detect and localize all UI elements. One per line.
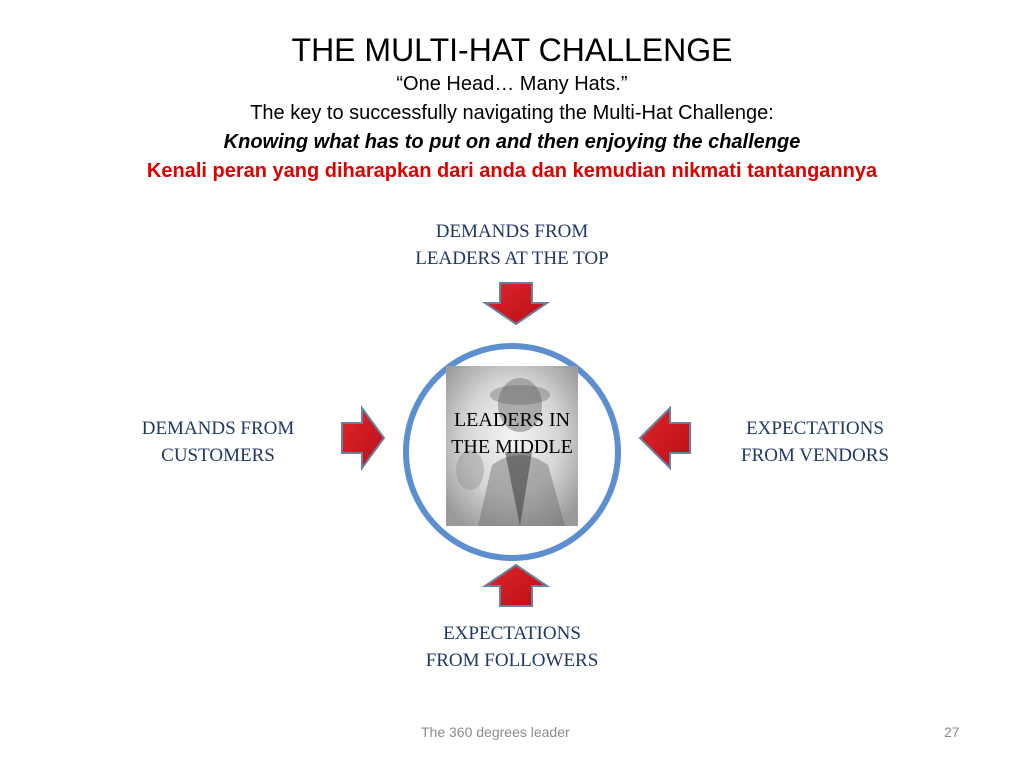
center-label-line2: THE MIDDLE xyxy=(451,436,573,458)
center-label-line1: LEADERS IN xyxy=(453,409,571,431)
bottom-arrow xyxy=(481,563,551,607)
slide-translation: Kenali peran yang diharapkan dari anda d… xyxy=(146,160,878,182)
page-number: 27 xyxy=(944,724,960,740)
slide-emphasis: Knowing what has to put on and then enjo… xyxy=(223,131,801,153)
top-label-line1: DEMANDS FROM xyxy=(435,221,589,242)
right-label: EXPECTATIONS FROM VENDORS xyxy=(705,415,925,469)
left-arrow xyxy=(341,404,386,472)
right-label-line2: FROM VENDORS xyxy=(741,445,889,466)
bottom-label-line2: FROM FOLLOWERS xyxy=(425,650,599,671)
leader-photo xyxy=(446,366,578,526)
right-arrow xyxy=(638,405,691,471)
top-arrow xyxy=(481,282,551,326)
top-label: DEMANDS FROM LEADERS AT THE TOP xyxy=(362,218,662,272)
bottom-label: EXPECTATIONS FROM FOLLOWERS xyxy=(372,620,652,674)
slide-subtitle: The key to successfully navigating the M… xyxy=(250,102,774,124)
left-label: DEMANDS FROM CUSTOMERS xyxy=(108,415,328,469)
left-label-line1: DEMANDS FROM xyxy=(141,418,295,439)
slide-header: THE MULTI-HAT CHALLENGE “One Head… Many … xyxy=(0,30,1024,186)
top-label-line2: LEADERS AT THE TOP xyxy=(415,248,609,269)
slide-quote: “One Head… Many Hats.” xyxy=(396,73,628,95)
footer-caption: The 360 degrees leader xyxy=(421,724,570,740)
center-label: LEADERS IN THE MIDDLE xyxy=(412,407,612,461)
left-label-line2: CUSTOMERS xyxy=(161,445,275,466)
right-label-line1: EXPECTATIONS xyxy=(746,418,884,439)
bottom-label-line1: EXPECTATIONS xyxy=(443,623,581,644)
slide-title: THE MULTI-HAT CHALLENGE xyxy=(291,32,733,68)
